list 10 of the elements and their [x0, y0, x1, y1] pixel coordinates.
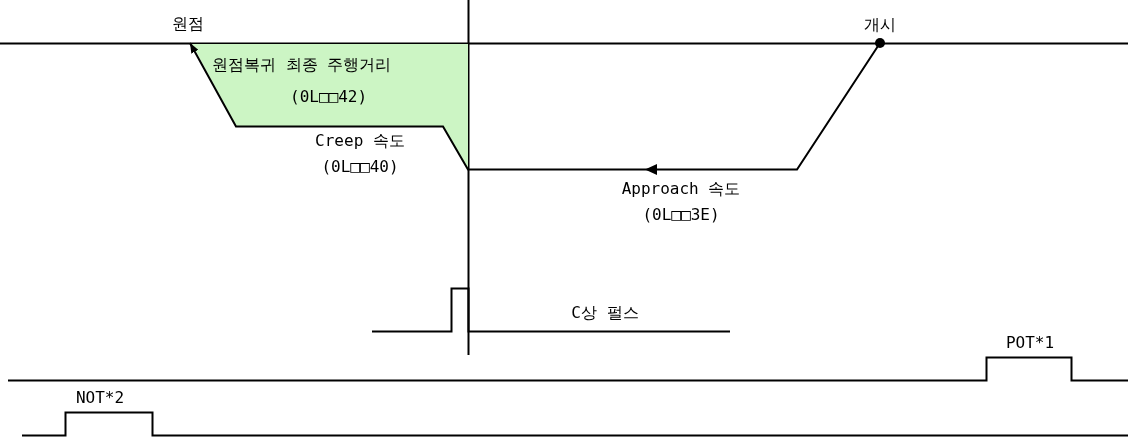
parameter-label: (0L□□42): [290, 86, 368, 108]
area-label: 원점복귀 최종 주행거리: [212, 54, 392, 76]
speed-label: Approach 속도 (0L□□3E): [620, 178, 742, 226]
speed-label: Creep 속도 (0L□□40): [314, 130, 406, 178]
signal-label: NOT*2: [74, 387, 126, 409]
point-label: 원점: [158, 12, 218, 43]
point-label: 개시: [863, 14, 897, 36]
start-point-dot: [875, 38, 885, 48]
signal-label: C상 펄스: [570, 302, 640, 324]
signal-label: POT*1: [1004, 332, 1056, 354]
